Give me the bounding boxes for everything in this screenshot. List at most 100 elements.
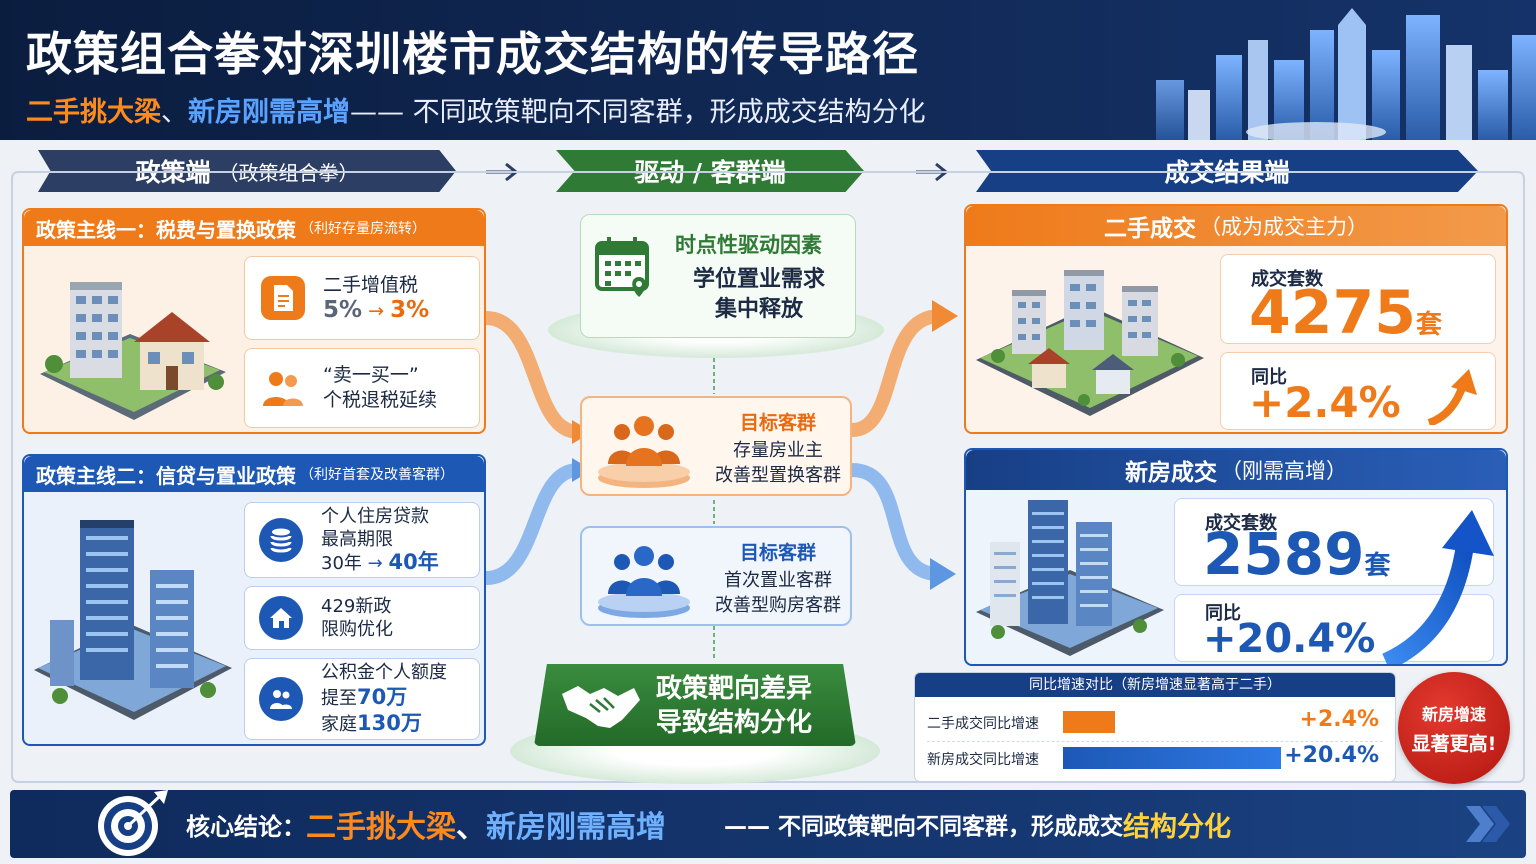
header-banner: 政策组合拳对深圳楼市成交结构的传导路径 二手挑大梁、新房刚需高增—— 不同政策靶… <box>0 0 1536 140</box>
city-skyline-illustration <box>1156 8 1536 140</box>
target-1-line2: 改善型置换客群 <box>715 465 841 486</box>
mortgage-arrow: → <box>367 553 383 574</box>
mortgage-line1: 个人住房贷款 <box>321 506 429 527</box>
vat-policy-card: 二手增值税 5% → 3% <box>244 256 480 340</box>
column-driver-title: 驱动 / 客群端 <box>634 158 786 187</box>
purchase-policy-card: 429新政 限购优化 <box>244 586 480 650</box>
buyers-group-icon <box>598 546 690 618</box>
subtitle-orange: 二手挑大梁 <box>26 97 161 128</box>
new-home-growth-badge: 新房增速 显著更高! <box>1398 672 1510 784</box>
comparison-row-1-value: +2.4% <box>1299 707 1379 732</box>
new-home-count-card: 成交套数 2589套 <box>1174 498 1494 586</box>
provident-fund-card: 公积金个人额度 提至70万 家庭130万 <box>244 658 480 740</box>
fund-line3b: 130万 <box>357 711 422 735</box>
policy-line-2-title: 政策主线二：信贷与置业政策 （利好首套及改善客群） <box>24 456 484 492</box>
conclusion-banner: 政策靶向差异 导致结构分化 <box>534 664 856 746</box>
conclusion-sep: 、 <box>456 810 486 845</box>
result-1-yoy-label: 同比 <box>1251 367 1287 388</box>
result-2-count-label: 成交套数 <box>1205 513 1277 534</box>
subtitle-sep: 、 <box>161 97 188 128</box>
header-arrow-1-icon <box>486 162 519 182</box>
target-2-title: 目标客群 <box>739 542 816 564</box>
second-hand-result-panel: 二手成交 （成为成交主力） 成交套数 4275套 同比 +2.4% <box>964 204 1508 434</box>
target-1-text: 存量房业主 改善型置换客群 <box>704 438 852 488</box>
subtitle-blue: 新房刚需高增 <box>188 97 350 128</box>
vat-from: 5% <box>323 296 363 323</box>
result-1-title-sub: （成为成交主力） <box>1200 215 1368 239</box>
second-hand-houses-illustration <box>40 282 226 420</box>
policy-1-title-sub: （利好存量房流转） <box>300 221 426 237</box>
column-result-title: 成交结果端 <box>1164 158 1290 187</box>
people-icon <box>261 366 305 410</box>
conclusion-blue: 新房刚需高增 <box>486 810 666 845</box>
mortgage-to: 40年 <box>388 550 439 574</box>
subtitle-rest: —— 不同政策靶向不同客群，形成成交结构分化 <box>350 97 926 128</box>
fund-line3: 家庭130万 <box>321 711 447 737</box>
up-arrow-orange-icon <box>1427 369 1477 425</box>
core-conclusion-text: 核心结论： 二手挑大梁 、 新房刚需高增 —— 不同政策靶向不同客群，形成成交 … <box>10 790 1526 858</box>
tax-refund-line1: “卖一买一” <box>323 364 419 386</box>
purchase-line1: 429新政 <box>321 596 392 617</box>
target-2-line2: 改善型购房客群 <box>715 595 841 616</box>
comparison-row-2-value: +20.4% <box>1284 743 1379 768</box>
second-hand-result-title: 二手成交 （成为成交主力） <box>966 206 1506 246</box>
new-towers-result-illustration <box>976 500 1164 656</box>
comparison-title: 同比增速对比（新房增速显著高于二手） <box>915 673 1395 697</box>
comparison-bar-new-home <box>1063 747 1281 769</box>
homeowners-group-icon <box>598 416 690 488</box>
second-hand-count-card: 成交套数 4275套 <box>1220 254 1496 345</box>
fund-line2b: 70万 <box>357 685 408 709</box>
calendar-location-icon <box>595 237 649 297</box>
new-home-result-panel: 新房成交 （刚需高增） 成交套数 2589套 同比 +20.4% <box>964 448 1508 666</box>
vat-change: 5% → 3% <box>323 296 429 324</box>
target-1-line1: 存量房业主 <box>733 440 823 461</box>
vat-text: 二手增值税 5% → 3% <box>323 273 429 324</box>
column-policy-sub: （政策组合拳） <box>218 160 359 185</box>
policy-line-1-title: 政策主线一：税费与置换政策 （利好存量房流转） <box>24 210 484 246</box>
result-2-title-text: 新房成交 <box>1125 460 1217 486</box>
fund-line2a: 提至 <box>321 688 357 709</box>
driver-line1: 学位置业需求 <box>693 267 826 292</box>
purchase-line2: 限购优化 <box>321 619 393 640</box>
double-chevron-icon <box>1466 806 1510 842</box>
provident-fund-text: 公积金个人额度 提至70万 家庭130万 <box>321 661 447 737</box>
result-1-count: 4275套 <box>1249 281 1442 357</box>
column-policy-title: 政策端 <box>135 158 211 187</box>
page-title: 政策组合拳对深圳楼市成交结构的传导路径 <box>26 27 919 81</box>
conclusion-label: 核心结论： <box>186 812 306 841</box>
handshake-icon <box>562 686 640 728</box>
conclusion-line1: 政策靶向差异 <box>656 674 813 704</box>
target-icon <box>98 790 168 856</box>
second-hand-neighborhood-illustration <box>976 270 1204 416</box>
result-1-title-text: 二手成交 <box>1104 216 1196 242</box>
vat-arrow: → <box>368 299 385 322</box>
comparison-bar-second-hand <box>1063 711 1115 733</box>
tax-refund-card: “卖一买一” 个税退税延续 <box>244 348 480 428</box>
driver-factor-box: 时点性驱动因素 学位置业需求 集中释放 <box>580 214 856 338</box>
header-arrow-2-icon <box>916 162 949 182</box>
result-2-yoy-label: 同比 <box>1205 603 1241 624</box>
new-towers-illustration <box>34 520 232 720</box>
conclusion-line2: 导致结构分化 <box>656 708 813 738</box>
mortgage-line2: 最高期限 <box>321 529 393 550</box>
tax-refund-line2: 个税退税延续 <box>323 389 438 411</box>
house-icon <box>259 596 303 640</box>
result-2-yoy: +20.4% <box>1203 616 1376 662</box>
growth-comparison-chart: 同比增速对比（新房增速显著高于二手） 二手成交同比增速 +2.4% 新房成交同比… <box>914 672 1396 782</box>
column-header-result: 成交结果端 <box>976 150 1478 192</box>
driver-line2: 集中释放 <box>715 297 804 322</box>
comparison-row-2-label: 新房成交同比增速 <box>927 752 1039 768</box>
vat-label: 二手增值税 <box>323 273 419 296</box>
policy-line-2-panel: 政策主线二：信贷与置业政策 （利好首套及改善客群） 个人住房贷款 最高期限 30… <box>22 454 486 746</box>
result-1-count-value: 4275 <box>1249 278 1416 348</box>
target-1-title: 目标客群 <box>739 412 816 434</box>
badge-line2: 显著更高! <box>1411 732 1497 755</box>
mortgage-change: 30年 → 40年 <box>321 551 439 575</box>
target-2-text: 首次置业客群 改善型购房客群 <box>704 568 852 618</box>
conclusion-rest: —— 不同政策靶向不同客群，形成成交 <box>724 814 1124 840</box>
result-2-title-sub: （刚需高增） <box>1221 459 1347 483</box>
up-arrow-blue-icon <box>1382 510 1494 664</box>
new-home-result-title: 新房成交 （刚需高增） <box>966 450 1506 490</box>
second-hand-yoy-card: 同比 +2.4% <box>1220 352 1496 430</box>
target-group-2-box: 目标客群 首次置业客群 改善型购房客群 <box>580 526 852 626</box>
